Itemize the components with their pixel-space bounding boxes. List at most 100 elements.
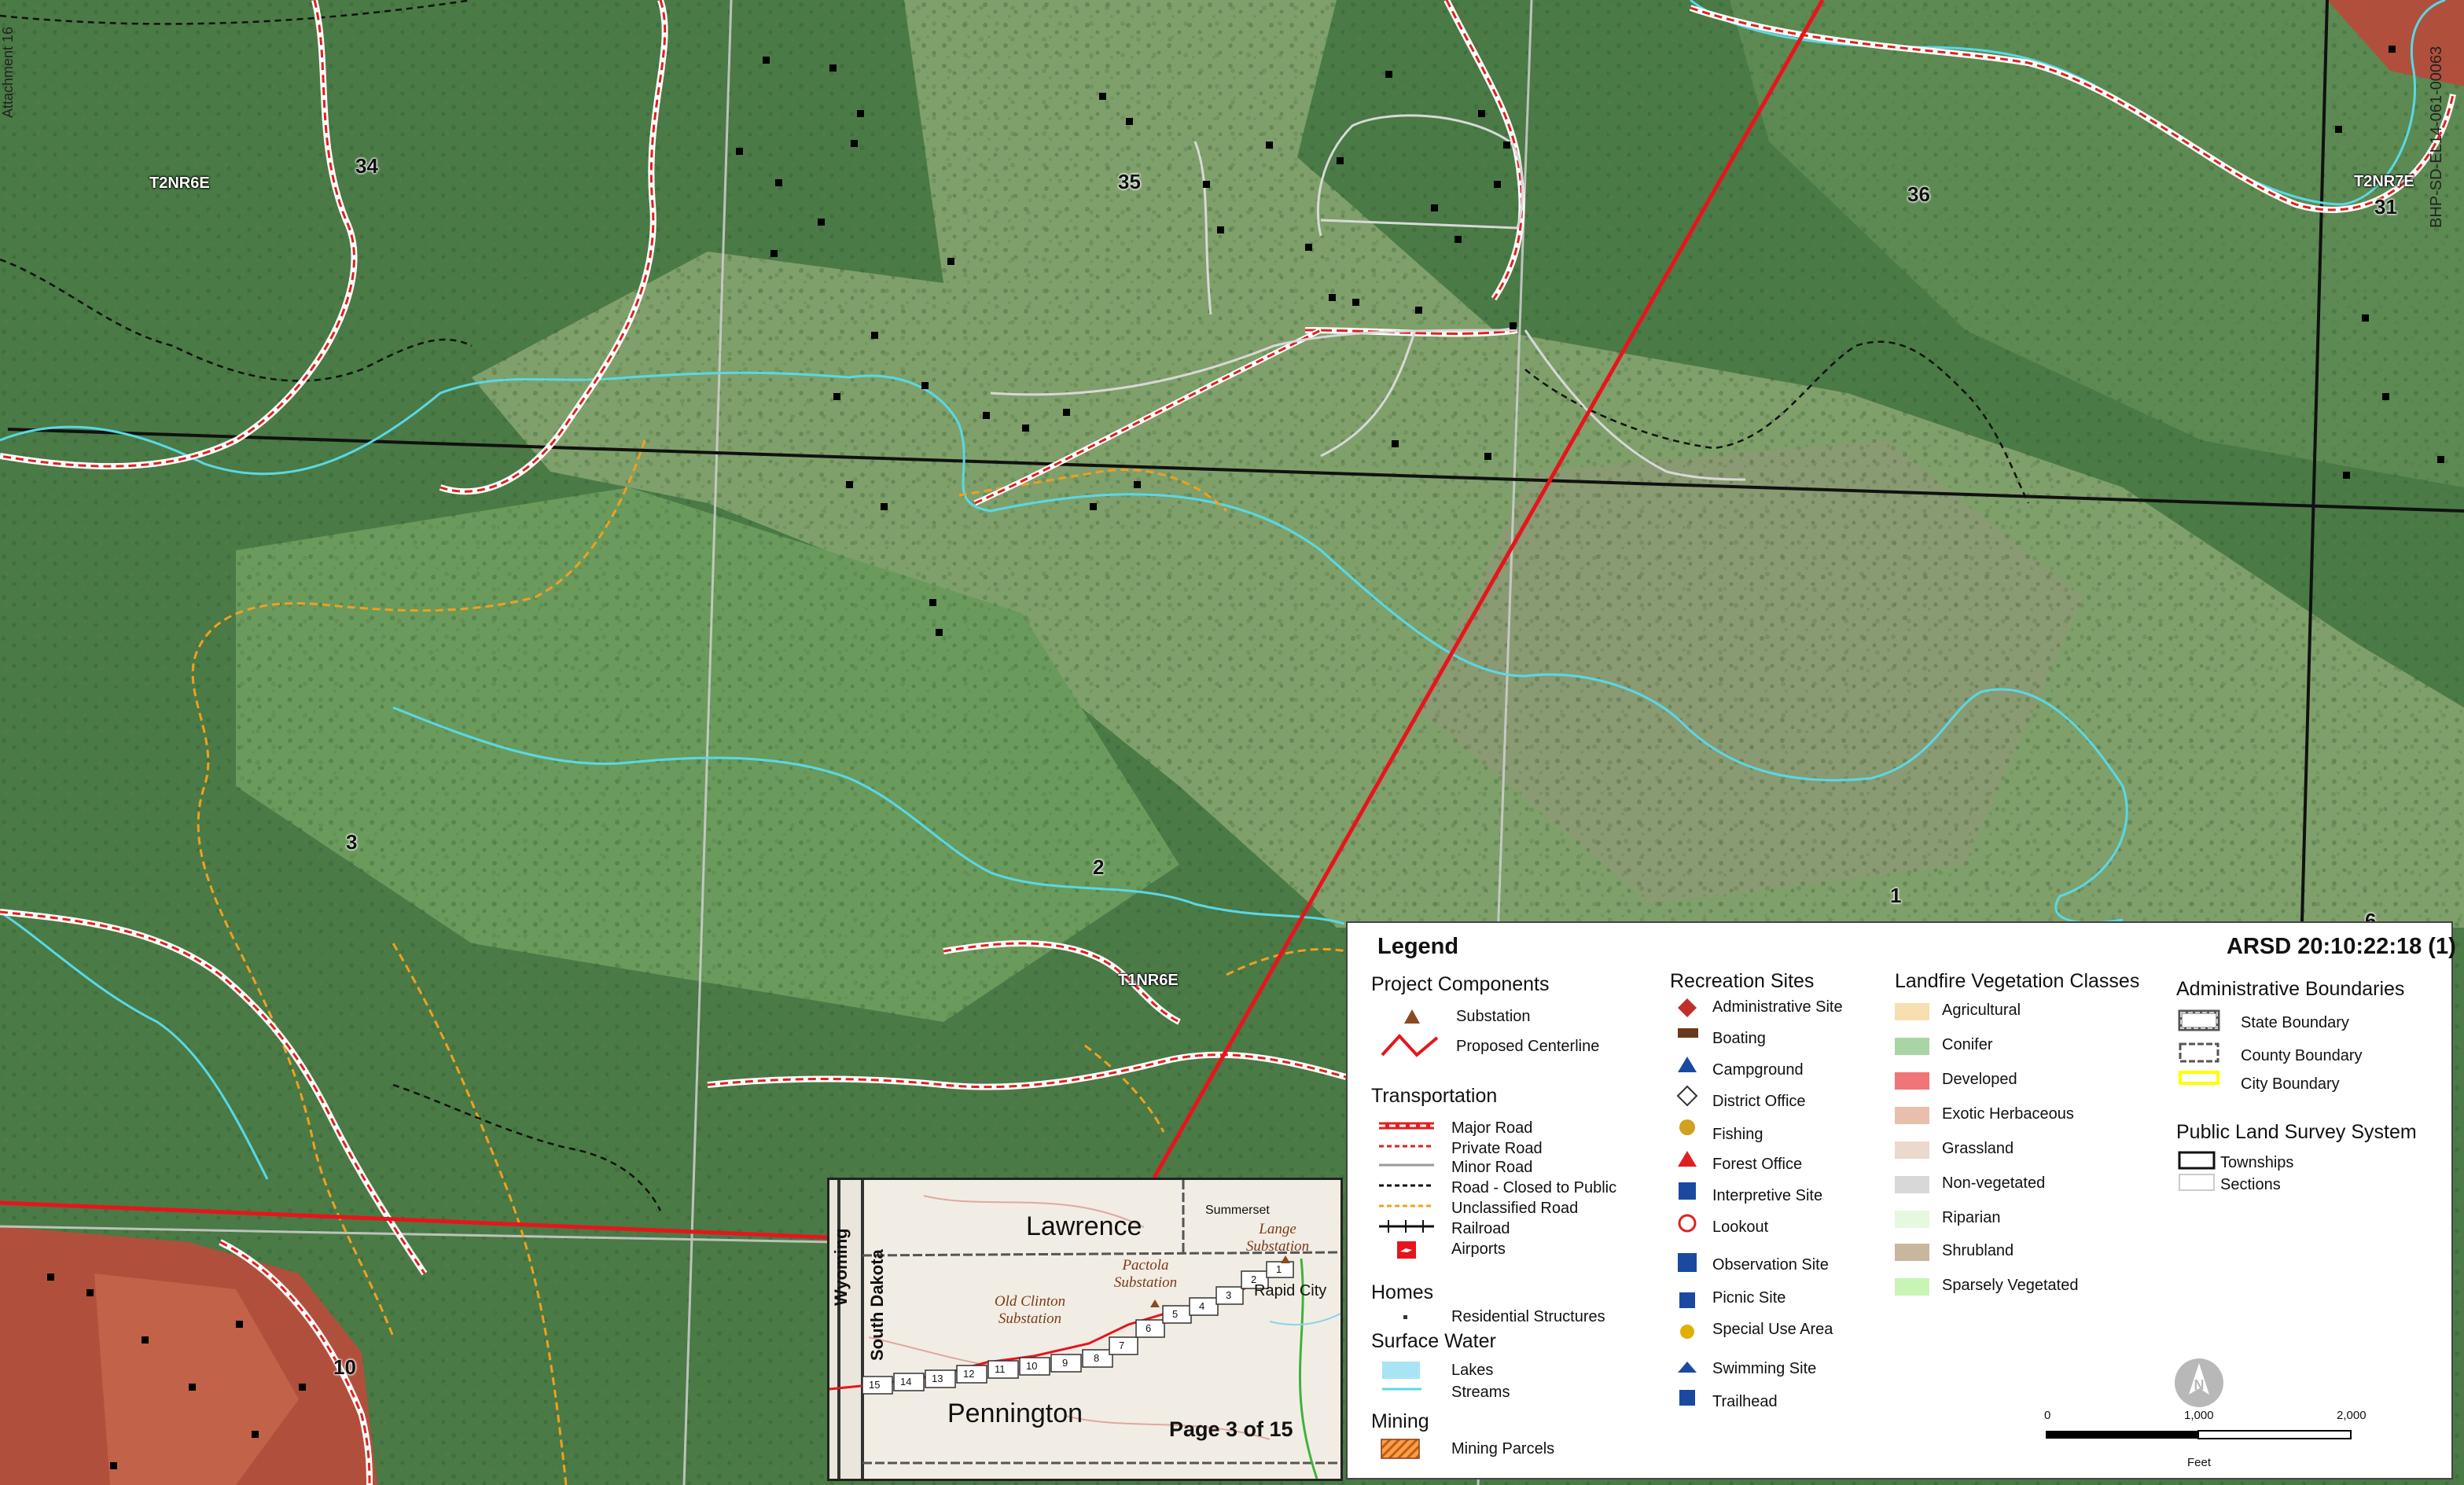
landfire-swatch-agricultural	[1895, 1003, 1929, 1020]
legend-heading-homes: Homes	[1371, 1281, 1434, 1303]
landfire-item-shrubland: Shrubland	[1942, 1242, 2014, 1259]
section-swatch	[2179, 1174, 2215, 1191]
inset-page-box-13: 13	[932, 1373, 943, 1384]
inset-state-wyoming: Wyoming	[831, 1228, 851, 1306]
legend-item-railroad: Railroad	[1451, 1220, 1510, 1237]
inset-page-box-4: 4	[1199, 1300, 1205, 1312]
forest-office-icon	[1678, 1151, 1697, 1167]
trailhead-icon	[1679, 1390, 1695, 1406]
inset-page-box-6: 6	[1146, 1322, 1152, 1334]
section-label-10: 10	[333, 1355, 356, 1379]
legend-heading-landfire: Landfire Vegetation Classes	[1895, 970, 2140, 992]
legend-heading-surface-water: Surface Water	[1371, 1330, 1496, 1352]
inset-place-rapid-city: Rapid City	[1254, 1282, 1327, 1299]
stream-icon	[1382, 1388, 1421, 1391]
inset-graphics	[829, 1180, 1340, 1479]
inset-county-pennington: Pennington	[947, 1399, 1083, 1428]
inset-page-box-7: 7	[1119, 1340, 1125, 1351]
substation-icon	[1404, 1009, 1420, 1024]
legend-item-sections: Sections	[2220, 1176, 2281, 1193]
inset-page-box-9: 9	[1062, 1357, 1068, 1369]
landfire-swatch-grassland	[1895, 1141, 1929, 1159]
city-boundary-swatch	[2179, 1071, 2219, 1085]
legend-item-boating: Boating	[1712, 1030, 1766, 1047]
map-legend: Legend ARSD 20:10:22:18 (1) Project Comp…	[1346, 921, 2456, 1479]
landfire-item-developed: Developed	[1942, 1071, 2017, 1088]
inset-page-box-8: 8	[1094, 1352, 1100, 1364]
legend-item-observation-site: Observation Site	[1712, 1256, 1829, 1274]
landfire-swatch-riparian	[1895, 1211, 1929, 1228]
legend-heading-mining: Mining	[1371, 1410, 1429, 1432]
landfire-swatch-non-vegetated	[1895, 1176, 1929, 1193]
township-label-t1nr6e: T1NR6E	[1118, 972, 1179, 989]
section-label-31: 31	[2374, 195, 2397, 219]
legend-item-residential-structures: Residential Structures	[1451, 1308, 1605, 1325]
landfire-item-sparsely-vegetated: Sparsely Vegetated	[1942, 1277, 2079, 1294]
legend-item-lakes: Lakes	[1451, 1362, 1494, 1379]
section-label-2: 2	[1093, 855, 1105, 879]
district-office-icon	[1676, 1085, 1698, 1107]
landfire-item-exotic-herbaceous: Exotic Herbaceous	[1942, 1105, 2074, 1123]
legend-item-substation: Substation	[1456, 1008, 1531, 1025]
residential-structure-icon	[1403, 1315, 1407, 1319]
section-label-35: 35	[1118, 170, 1141, 193]
legend-heading-plss: Public Land Survey System	[2176, 1121, 2417, 1143]
legend-item-administrative-site: Administrative Site	[1712, 998, 1843, 1016]
document-id-text: BHP-SD-EL14-061-00063	[2428, 46, 2445, 228]
airport-icon	[1397, 1241, 1416, 1259]
fishing-icon	[1679, 1119, 1695, 1135]
section-label-34: 34	[355, 154, 378, 178]
landfire-swatch-sparsely-vegetated	[1895, 1278, 1929, 1296]
scale-tick-0: 0	[2044, 1409, 2051, 1422]
legend-heading-admin-boundaries: Administrative Boundaries	[2176, 978, 2405, 1000]
inset-page-box-10: 10	[1026, 1360, 1038, 1372]
inset-county-lawrence: Lawrence	[1026, 1211, 1142, 1241]
legend-item-fishing: Fishing	[1712, 1126, 1763, 1143]
legend-item-interpretive-site: Interpretive Site	[1712, 1187, 1823, 1204]
legend-item-mining-parcels: Mining Parcels	[1451, 1440, 1555, 1457]
legend-item-major-road: Major Road	[1451, 1119, 1533, 1137]
admin-boundary-swatches	[2178, 1009, 2220, 1085]
landfire-item-conifer: Conifer	[1942, 1036, 1993, 1053]
inset-place-summerset: Summerset	[1205, 1204, 1270, 1217]
legend-item-townships: Townships	[2220, 1154, 2294, 1171]
legend-item-unclassified-road: Unclassified Road	[1451, 1200, 1579, 1217]
legend-item-minor-road: Minor Road	[1451, 1159, 1533, 1176]
swimming-site-icon	[1678, 1362, 1697, 1373]
locator-inset-map: Lawrence Pennington Wyoming South Dakota…	[827, 1178, 1343, 1481]
centerline-icon	[1381, 1034, 1439, 1057]
transportation-symbols	[1379, 1122, 1434, 1233]
landfire-item-riparian: Riparian	[1942, 1209, 2001, 1226]
landfire-item-agricultural: Agricultural	[1942, 1002, 2021, 1019]
legend-item-airports: Airports	[1451, 1241, 1506, 1258]
township-label-t2nr6e: T2NR6E	[149, 175, 210, 192]
inset-page-box-5: 5	[1172, 1308, 1179, 1320]
inset-page-box-11: 11	[995, 1363, 1006, 1375]
legend-item-district-office: District Office	[1712, 1093, 1806, 1110]
attachment-text: Attachment 16	[0, 26, 16, 118]
interpretive-site-icon	[1679, 1182, 1696, 1200]
inset-page-box-3: 3	[1226, 1289, 1232, 1301]
section-label-36: 36	[1907, 182, 1930, 206]
boating-icon	[1678, 1028, 1698, 1038]
north-arrow-icon: N	[2175, 1358, 2223, 1407]
legend-title: Legend	[1377, 934, 1459, 959]
svg-text:N: N	[2194, 1377, 2205, 1393]
inset-substation-old-clinton: Old Clinton Substation	[994, 1293, 1066, 1327]
plss-swatches	[2178, 1151, 2216, 1191]
scale-tick-1000: 1,000	[2184, 1409, 2214, 1422]
legend-item-swimming-site: Swimming Site	[1712, 1360, 1817, 1377]
legend-item-picnic-site: Picnic Site	[1712, 1289, 1786, 1307]
lakes-swatch	[1382, 1362, 1420, 1379]
special-use-area-icon	[1680, 1325, 1694, 1339]
county-boundary-swatch	[2179, 1042, 2219, 1063]
landfire-swatch-developed	[1895, 1072, 1929, 1090]
inset-page-box-14: 14	[900, 1376, 912, 1388]
legend-item-lookout: Lookout	[1712, 1219, 1769, 1236]
scale-tick-2000: 2,000	[2337, 1409, 2367, 1422]
landfire-swatch-shrubland	[1895, 1244, 1929, 1261]
inset-page-box-15: 15	[869, 1379, 881, 1391]
legend-item-special-use-area: Special Use Area	[1712, 1321, 1833, 1338]
inset-page-box-2: 2	[1251, 1274, 1257, 1285]
legend-item-proposed-centerline: Proposed Centerline	[1456, 1038, 1600, 1055]
